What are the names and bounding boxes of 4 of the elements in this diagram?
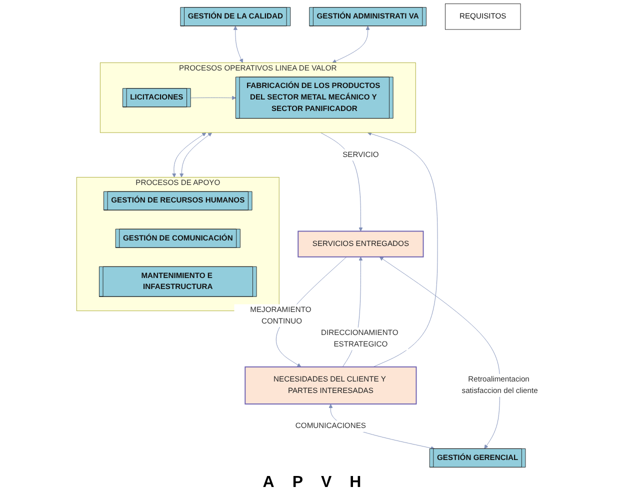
cycle-letter: A	[262, 474, 274, 492]
cycle-letter: H	[350, 474, 362, 492]
cycle-letter: P	[292, 474, 303, 492]
cycle-letter: V	[321, 474, 332, 492]
